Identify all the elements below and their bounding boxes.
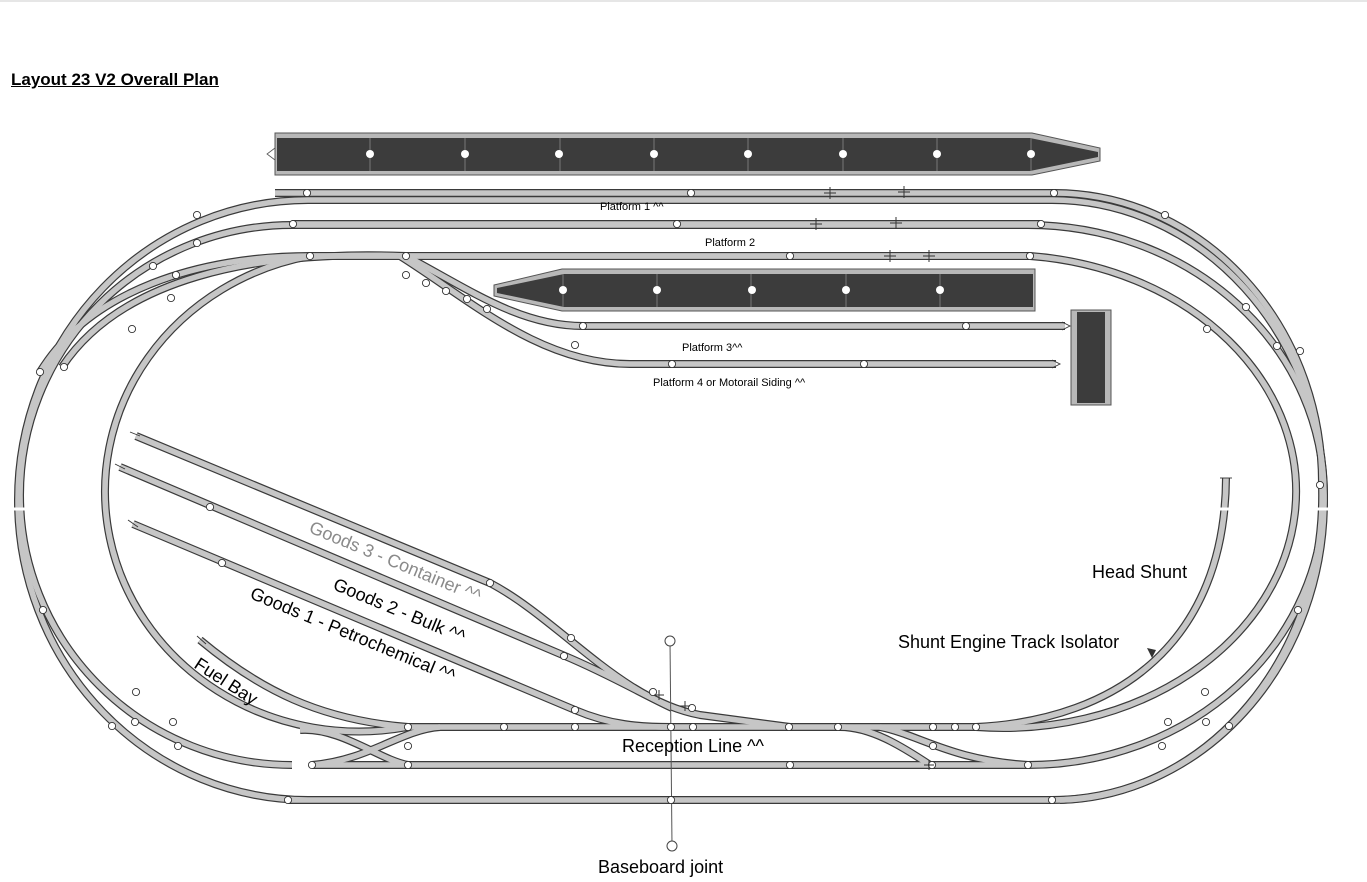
platform-4-label: Platform 4 or Motorail Siding ^^: [653, 377, 806, 389]
page-title: Layout 23 V2 Overall Plan: [11, 70, 219, 89]
baseboard-joint-marker: [664, 635, 678, 852]
reception-line-label: Reception Line ^^: [622, 736, 765, 756]
platform-3-label: Platform 3^^: [682, 342, 743, 354]
top-border: [0, 0, 1367, 2]
platform-upper: [266, 132, 1101, 176]
track-joint-nodes: [35, 188, 1325, 805]
platform-motorail-dock: [1070, 309, 1112, 406]
isolator-label: Shunt Engine Track Isolator: [898, 632, 1119, 652]
baseboard-joint-label: Baseboard joint: [598, 857, 723, 877]
platform-1-label: Platform 1 ^^: [600, 201, 664, 213]
platform-middle: [493, 268, 1036, 312]
platform-2-label: Platform 2: [705, 237, 755, 249]
isolator-marker: [1147, 648, 1156, 658]
head-shunt-label: Head Shunt: [1092, 562, 1187, 582]
